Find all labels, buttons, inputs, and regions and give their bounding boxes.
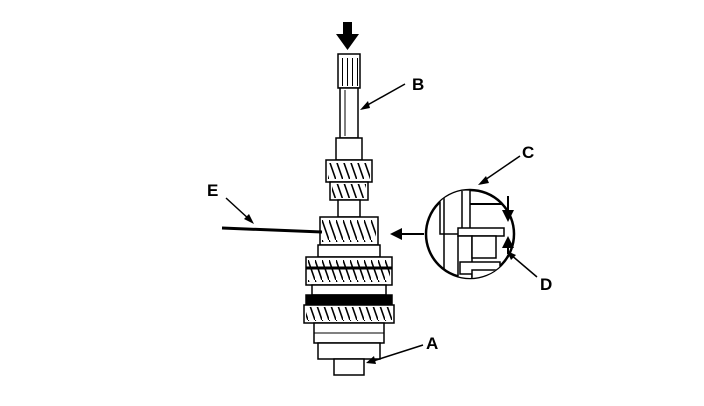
detail-zoom-circle bbox=[424, 188, 516, 280]
label-b: B bbox=[412, 75, 424, 94]
mainshaft-upper bbox=[335, 53, 363, 161]
label-c: C bbox=[522, 143, 534, 162]
gear-cluster bbox=[303, 244, 395, 344]
upper-gear-stack bbox=[319, 159, 379, 246]
feeler-gauge bbox=[221, 226, 323, 234]
label-e: E bbox=[207, 181, 218, 200]
label-a: A bbox=[426, 334, 438, 353]
clearance-arrows bbox=[502, 196, 514, 254]
label-d: D bbox=[540, 275, 552, 294]
leader-lines bbox=[225, 83, 538, 364]
zoom-pointer-arrow bbox=[390, 228, 424, 240]
press-arrow bbox=[336, 22, 359, 50]
mainshaft-lower bbox=[317, 342, 381, 376]
